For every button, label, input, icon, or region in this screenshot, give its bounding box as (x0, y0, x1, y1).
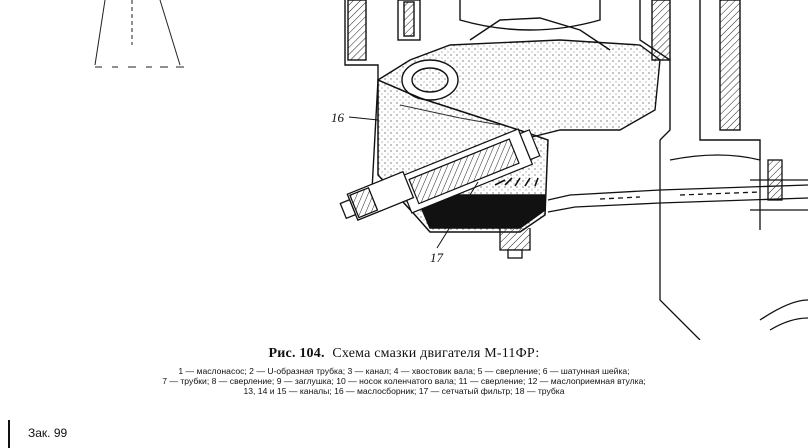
mesh-filter-17 (396, 128, 541, 214)
figure-caption: Рис. 104. Схема смазки двигателя М-11ФР:… (0, 346, 808, 396)
lubrication-schematic-drawing (94, 0, 808, 340)
caption-legend: 1 — маслонасос; 2 — U-образная трубка; 3… (94, 366, 714, 396)
sump-plug (499, 228, 531, 259)
figure-number: Рис. 104. (268, 346, 325, 361)
callout-16-label: 16 (331, 110, 344, 125)
margin-bar (8, 420, 10, 448)
legend-line: 7 — трубки; 8 — сверление; 9 — заглушка;… (162, 376, 646, 386)
crankcase-body (344, 0, 761, 201)
figure-title: Схема смазки двигателя М-11ФР: (332, 346, 540, 361)
caption-title-line: Рис. 104. Схема смазки двигателя М-11ФР: (0, 346, 808, 362)
legend-line: 13, 14 и 15 — каналы; 16 — маслосборник;… (243, 386, 565, 396)
footer-order-number: Зак. 99 (28, 426, 68, 440)
callout-17-label: 17 (430, 250, 443, 265)
leader-lines (348, 116, 479, 249)
oil-tube-18 (547, 179, 808, 213)
pump-fitting (339, 170, 415, 221)
right-housing (659, 140, 808, 340)
construction-lines (94, 0, 184, 68)
legend-line: 1 — маслонасос; 2 — U-образная трубка; 3… (178, 366, 630, 376)
